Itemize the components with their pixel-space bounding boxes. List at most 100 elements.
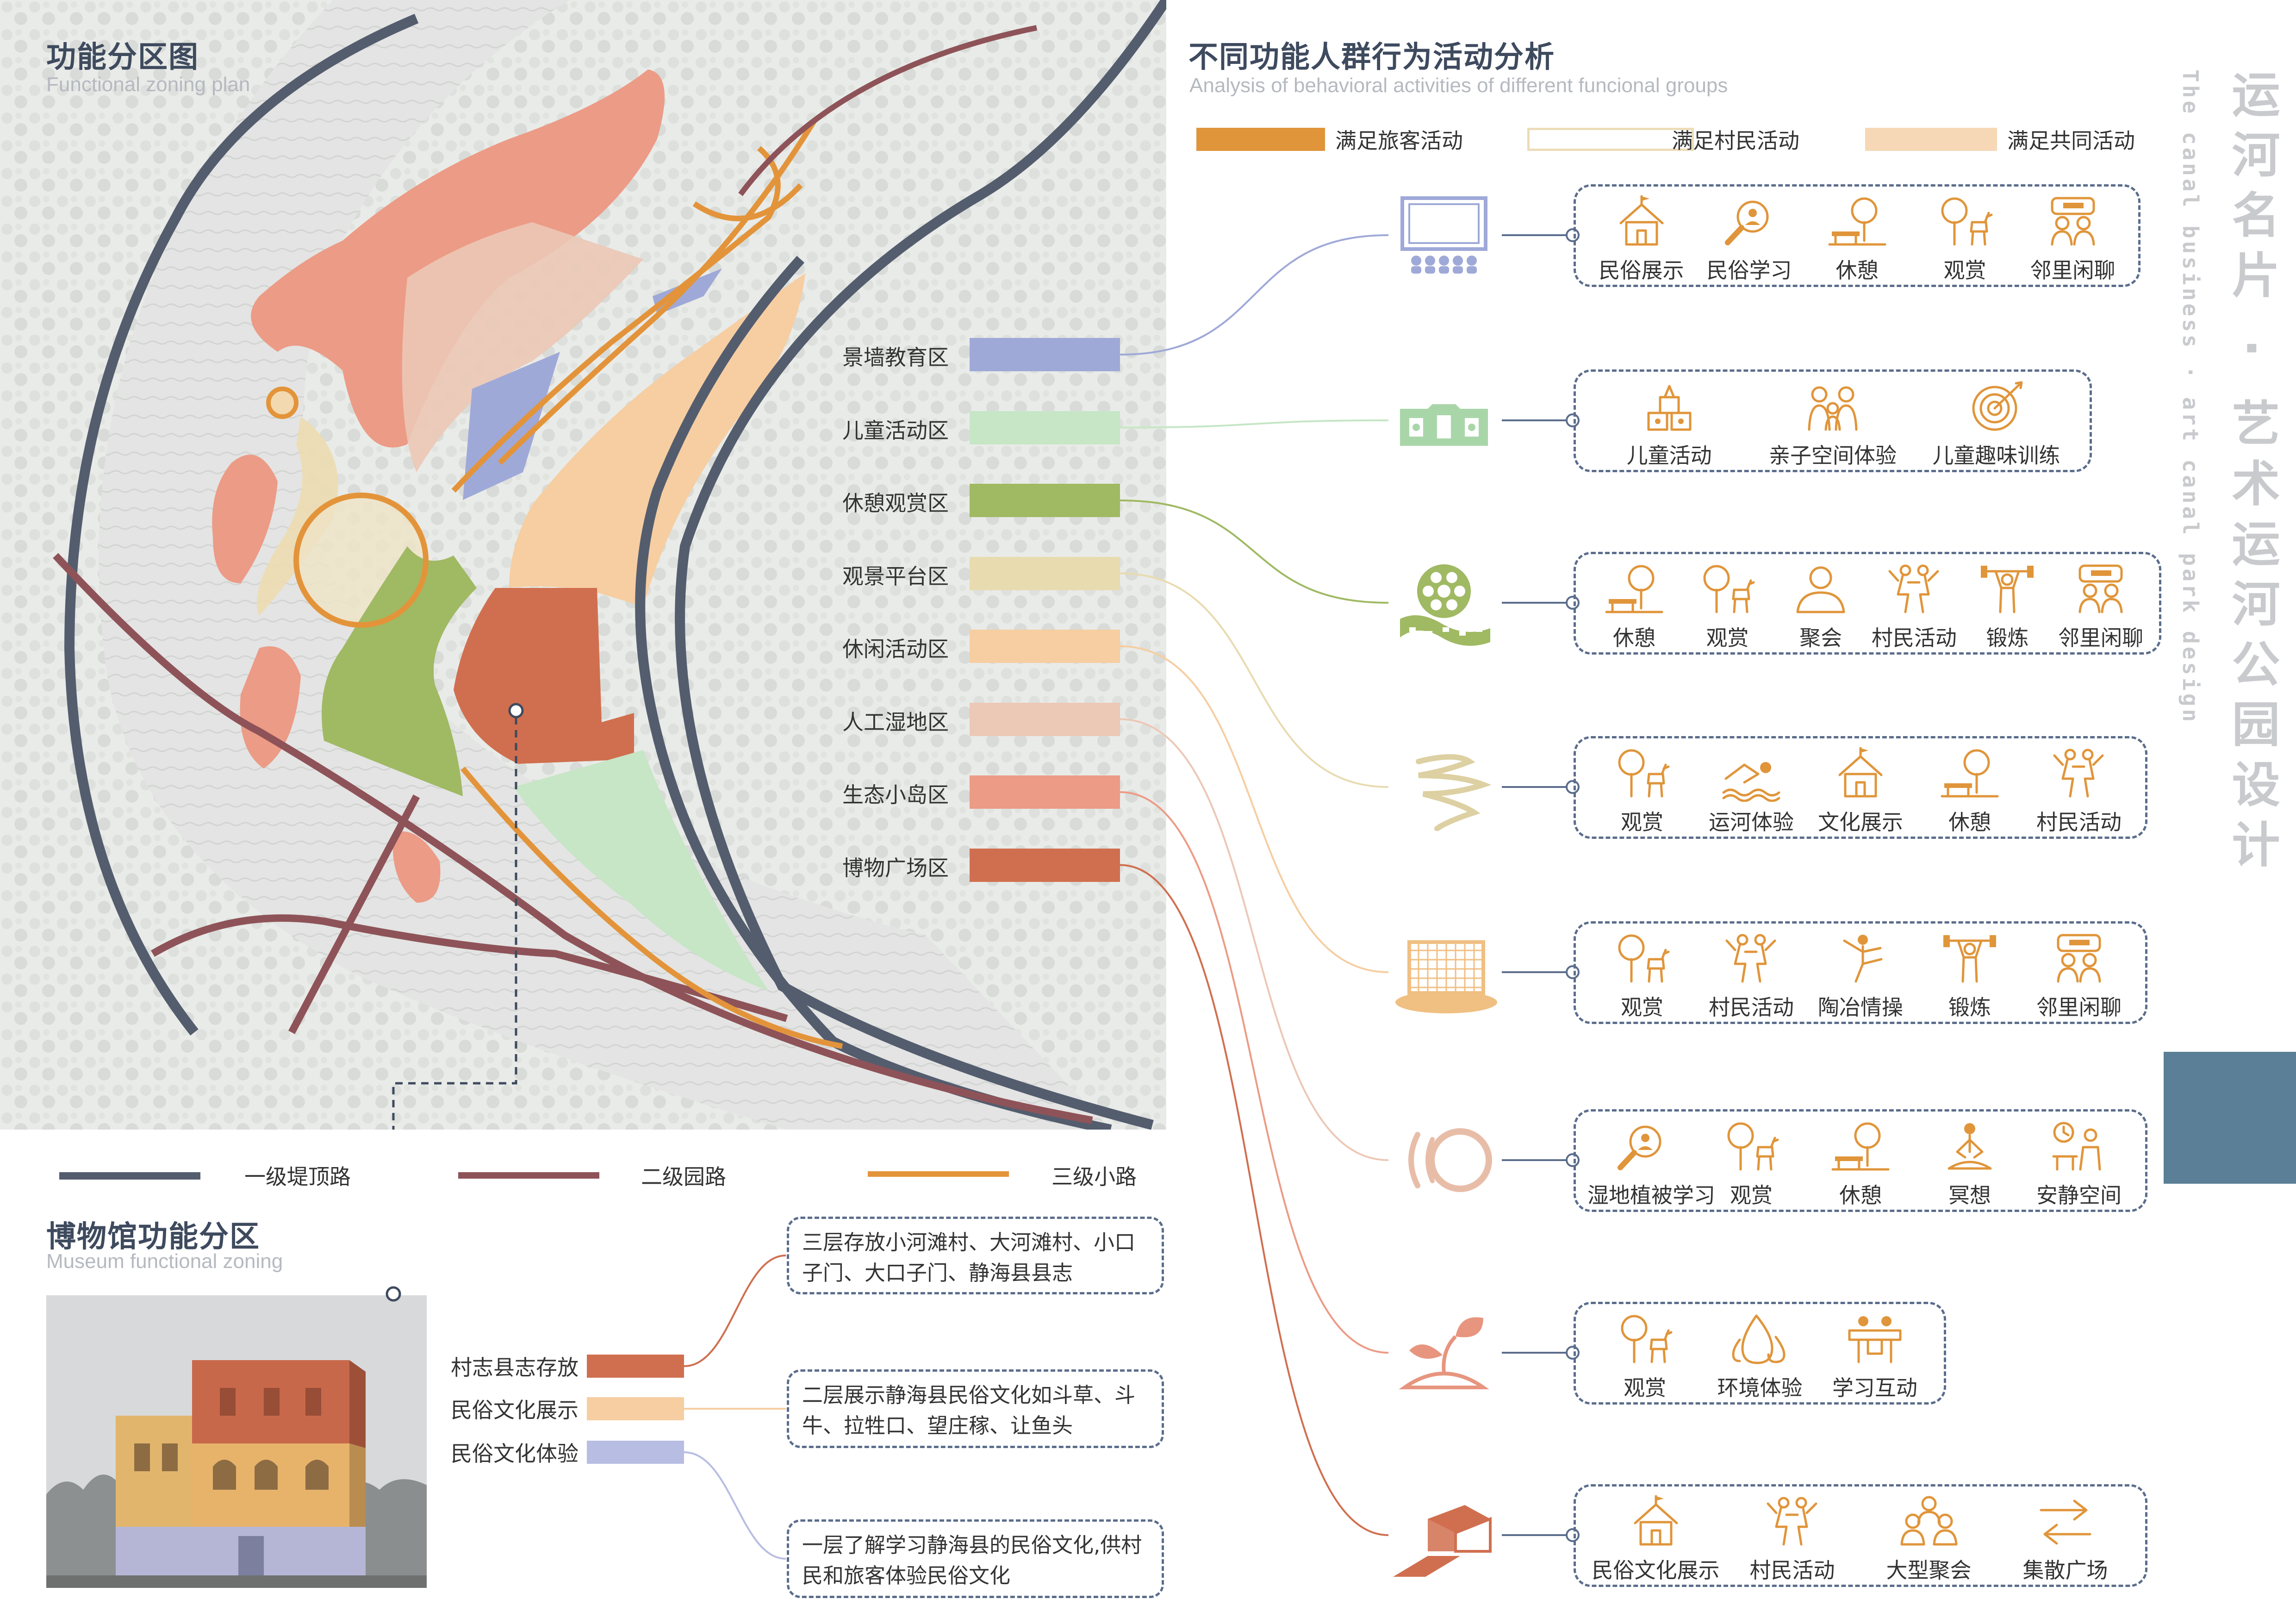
side-title-en: The canal business · art canal park desi… — [2178, 69, 2203, 725]
activity-item: 聚会 — [1774, 562, 1867, 652]
activity-label: 休憩 — [1836, 258, 1879, 283]
activity-item: 儿童活动 — [1587, 380, 1751, 469]
eco-island-small-2 — [240, 646, 301, 768]
tree-deer-icon — [1618, 749, 1670, 798]
activity-box-0 — [1574, 184, 2140, 287]
legend-label-common: 满足共同活动 — [2007, 128, 2135, 153]
activity-label: 民俗学习 — [1706, 258, 1792, 283]
activity-label: 民俗文化展示 — [1592, 1558, 1720, 1583]
museum-floor-swatch-2 — [587, 1441, 684, 1464]
museum-floor-label-0: 村志县志存放 — [451, 1355, 579, 1380]
activity-item: 环境体验 — [1702, 1312, 1817, 1402]
activity-label: 民俗展示 — [1599, 258, 1684, 283]
activity-label: 休憩 — [1839, 1183, 1882, 1208]
activity-label: 运河体验 — [1709, 810, 1794, 835]
eco-island-small-1 — [212, 455, 278, 583]
activity-item: 邻里闲聊 — [2054, 562, 2147, 652]
museum-floor-desc-1: 二层展示静海县民俗文化如斗草、斗牛、拉牲口、望庄稼、让鱼头 — [787, 1369, 1164, 1448]
zigzag-path-icon — [1416, 754, 1492, 831]
activity-item: 休憩 — [1915, 746, 2024, 836]
dancing-couple-icon — [1888, 564, 1939, 613]
zone-swatch-0 — [970, 338, 1120, 371]
activity-item: 学习互动 — [1817, 1312, 1932, 1402]
primary-road-left — [64, 13, 419, 1036]
scenic-wall-zone — [463, 352, 560, 500]
activity-item: 亲子空间体验 — [1751, 380, 1914, 469]
viewing-platform-zone — [257, 417, 338, 616]
gathering-icon — [1796, 566, 1845, 613]
two-way-arrows-icon — [2040, 1499, 2091, 1545]
museum-block-icon — [1393, 1505, 1492, 1577]
zone-icon-6 — [1391, 1309, 1497, 1399]
people-chat-icon — [2051, 197, 2095, 246]
activity-label: 冥想 — [1948, 1183, 1991, 1208]
dancing-couple-icon — [2053, 749, 2104, 798]
museum-photo — [46, 1295, 427, 1588]
activity-box-5 — [1574, 1109, 2147, 1212]
tree-deer-icon — [1621, 1315, 1673, 1363]
zone-connector-6 — [1120, 791, 1389, 1354]
tree-deer-icon — [1703, 565, 1755, 613]
activity-item: 观赏 — [1587, 1312, 1702, 1402]
museum-building-drawing — [46, 1295, 427, 1588]
activity-item: 儿童趣味训练 — [1915, 380, 2078, 469]
bench-tree-icon — [1828, 197, 1886, 246]
road-label-secondary: 二级园路 — [641, 1164, 726, 1189]
zone-icon-0 — [1391, 191, 1497, 281]
secondary-road-2 — [288, 794, 420, 1034]
activity-label: 观赏 — [1621, 995, 1663, 1020]
activity-item: 锻炼 — [1915, 931, 2024, 1021]
activity-box-2 — [1574, 552, 2161, 655]
museum-subtitle: Museum functional zoning — [46, 1250, 283, 1273]
tree-deer-icon — [1941, 197, 1992, 246]
activity-item: 陶冶情操 — [1806, 931, 1915, 1021]
museum-title: 博物馆功能分区 — [46, 1220, 260, 1254]
secondary-road-1 — [53, 553, 1093, 1124]
zone-label-0: 景墙教育区 — [842, 345, 949, 370]
activity-label: 村民活动 — [1709, 995, 1794, 1020]
activity-label: 环境体验 — [1717, 1375, 1803, 1400]
activity-item: 村民活动 — [1724, 1494, 1860, 1584]
activity-label: 观赏 — [1621, 810, 1663, 835]
clock-bench-icon — [2052, 1122, 2101, 1171]
dancing-couple-icon — [1767, 1497, 1817, 1546]
tree-deer-icon — [1727, 1122, 1779, 1171]
activity-item: 观赏 — [1587, 746, 1697, 836]
flame-drops-icon — [1732, 1314, 1786, 1364]
zone-connector-1 — [1120, 419, 1389, 429]
magnifier-person-icon — [1724, 200, 1768, 245]
zone-connector-3 — [1120, 572, 1389, 788]
activity-label: 安静空间 — [2036, 1183, 2122, 1208]
zone-label-5: 人工湿地区 — [842, 709, 949, 735]
activity-label: 村民活动 — [2036, 810, 2122, 835]
canal-water — [99, 0, 1111, 1130]
activity-item: 邻里闲聊 — [2024, 931, 2134, 1021]
house-flag-icon — [1838, 747, 1883, 798]
museum-connector-2 — [684, 1451, 786, 1560]
zone-label-4: 休闲活动区 — [842, 637, 949, 662]
activity-label: 观赏 — [1943, 258, 1986, 283]
activity-box-1 — [1574, 369, 2092, 472]
museum-floor-desc-0: 三层存放小河滩村、大河滩村、小口子门、大口子门、静海县县志 — [787, 1217, 1164, 1294]
activity-item: 民俗展示 — [1587, 194, 1695, 284]
activity-label: 学习互动 — [1832, 1375, 1917, 1400]
activity-item: 湿地植被学习 — [1587, 1119, 1715, 1209]
zone-icon-3 — [1391, 743, 1497, 833]
crowd-icon — [1900, 1496, 1957, 1546]
secondary-road-3 — [150, 914, 788, 1022]
house-flag-icon — [1619, 195, 1663, 246]
legend-swatch-villager — [1527, 128, 1694, 151]
activity-label: 聚会 — [1799, 625, 1842, 650]
meditation-icon — [1948, 1123, 1992, 1170]
legend-swatch-tourist — [1196, 128, 1325, 151]
tertiary-road-north — [692, 183, 803, 221]
bench-tree-icon — [1831, 1122, 1890, 1171]
activity-analysis-title: 不同功能人群行为活动分析 — [1188, 40, 1555, 75]
activity-item: 民俗文化展示 — [1587, 1494, 1724, 1584]
activity-analysis-subtitle: Analysis of behavioral activities of dif… — [1189, 74, 1728, 97]
activity-item: 民俗学习 — [1695, 194, 1803, 284]
zone-icon-1 — [1391, 376, 1497, 466]
activity-item: 村民活动 — [2024, 746, 2134, 836]
dancing-couple-icon — [1725, 934, 1776, 983]
